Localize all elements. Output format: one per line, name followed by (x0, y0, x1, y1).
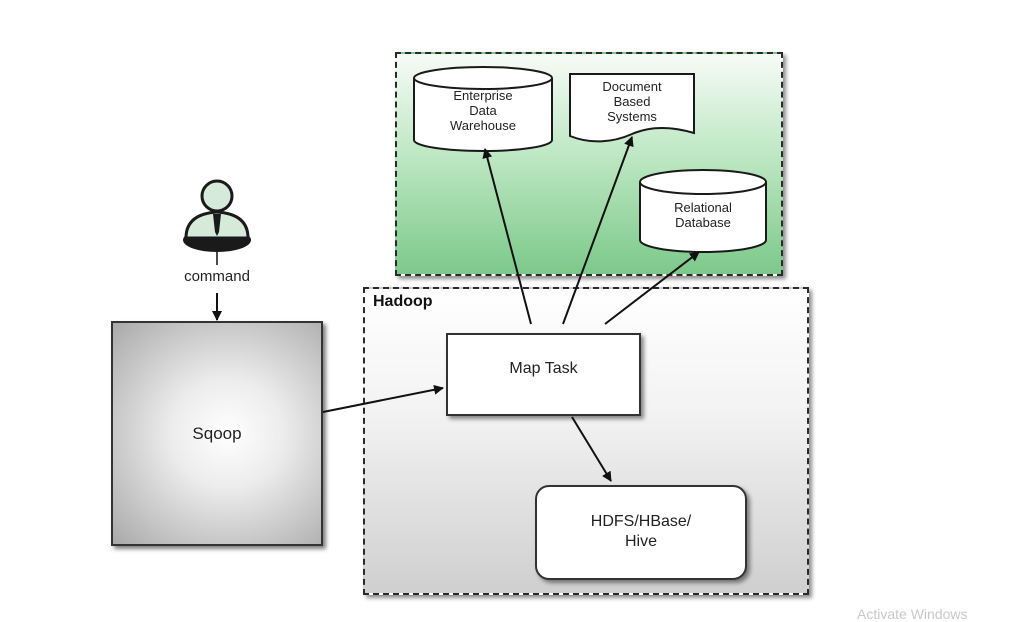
command-label: command (184, 268, 250, 285)
doc-line3: Systems (607, 109, 657, 124)
arrow-map-task-to-document (562, 136, 634, 325)
arrow-sqoop-to-map-task (322, 384, 444, 413)
user-icon (183, 179, 251, 252)
hdfs-label-line1: HDFS/HBase/ (590, 513, 692, 530)
rdb-line1: Relational (674, 200, 732, 215)
map-task-label: Map Task (509, 360, 578, 377)
sqoop-box (111, 321, 323, 546)
sqoop-label: Sqoop (192, 424, 242, 443)
hdfs-hbase-hive-label: HDFS/HBase/ Hive (535, 512, 747, 552)
hdfs-hbase-hive-box (535, 485, 747, 580)
arrow-map-task-to-relational (604, 251, 700, 325)
map-task-box (446, 333, 641, 416)
enterprise-data-warehouse-label: Enterprise Data Warehouse (414, 88, 552, 133)
edw-line2: Data (469, 103, 497, 118)
relational-database-cylinder (639, 169, 767, 253)
enterprise-data-warehouse-cylinder (413, 66, 553, 152)
document-based-systems-shape (569, 73, 695, 143)
doc-line2: Based (613, 94, 651, 109)
rdb-line2: Database (675, 215, 731, 230)
document-based-systems-label: Document Based Systems (570, 79, 694, 124)
activate-windows-watermark: Activate Windows (857, 606, 968, 622)
edw-line1: Enterprise (453, 88, 513, 103)
arrow-map-task-to-edw (482, 148, 532, 325)
relational-database-label: Relational Database (640, 200, 766, 230)
hadoop-zone-title: Hadoop (373, 293, 433, 310)
doc-line1: Document (602, 79, 662, 94)
edw-line3: Warehouse (450, 118, 516, 133)
hdfs-label-line2: Hive (624, 533, 657, 550)
arrow-map-task-to-hdfs (571, 416, 612, 482)
